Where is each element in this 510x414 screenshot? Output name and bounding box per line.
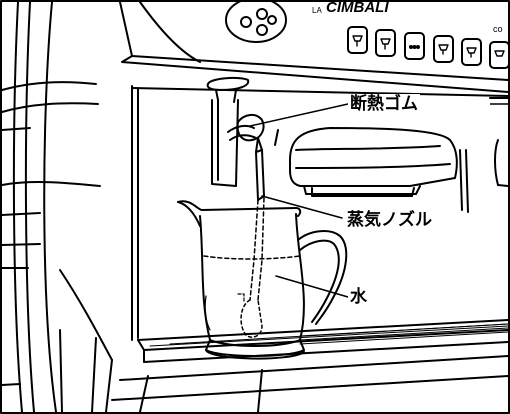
callout-insulation-rubber: 断熱ゴム: [348, 94, 420, 114]
dose-button-2: [375, 29, 396, 57]
callout-steam-nozzle: 蒸気ノズル: [345, 210, 434, 230]
pressure-gauge: [225, 0, 287, 43]
continuous-button: [404, 32, 425, 60]
dose-button-5: [489, 41, 510, 69]
pitcher-base: [205, 339, 305, 360]
dose-button-4: [461, 38, 482, 66]
brand-prefix: LA: [312, 6, 322, 15]
machine-left-side: [1, 1, 113, 413]
control-panel: [119, 0, 510, 93]
group-head-right-edge: [494, 139, 509, 187]
dose-button-3: [433, 35, 454, 63]
drip-tray: [111, 319, 509, 413]
leader-steam-nozzle: [261, 195, 343, 219]
leader-insulation-rubber: [249, 103, 349, 127]
brand-edge-text: co: [493, 24, 503, 34]
callout-water: 水: [348, 287, 369, 307]
dose-button-1: [347, 26, 368, 54]
group-head: [289, 127, 458, 197]
leader-water: [275, 275, 349, 298]
brand-logo: CIMBALI: [326, 0, 389, 16]
work-area: [131, 85, 509, 341]
